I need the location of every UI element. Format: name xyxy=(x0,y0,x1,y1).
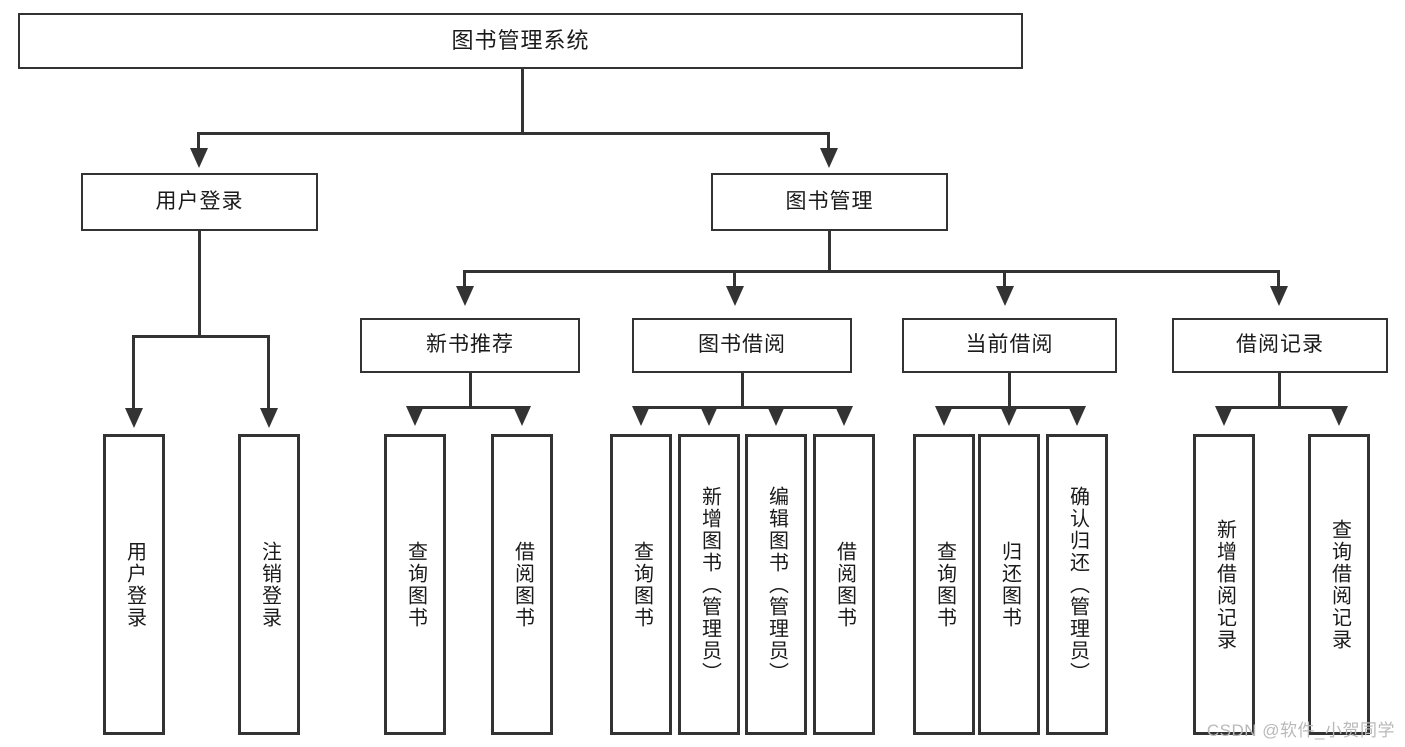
leaf-borrow-book-new[interactable]: 借阅图书 xyxy=(491,434,553,735)
connector-book-manage-leg-4 xyxy=(1277,270,1280,288)
node-book-borrowing[interactable]: 图书借阅 xyxy=(632,318,852,373)
connector-new-book-stem xyxy=(469,373,472,408)
leaf-query-borrow-record[interactable]: 查询借阅记录 xyxy=(1308,434,1370,735)
arrowhead-leaf-br-1 xyxy=(1215,406,1233,426)
leaf-query-book-borrow[interactable]: 查询图书 xyxy=(610,434,672,735)
arrowhead-leaf-bb-3 xyxy=(767,406,785,426)
arrowhead-book-borrow xyxy=(726,286,744,306)
node-label: 查询借阅记录 xyxy=(1328,518,1351,651)
node-label: 确认归还（管理员） xyxy=(1066,485,1089,684)
connector-root-leg-right xyxy=(827,132,830,150)
node-label: 图书管理 xyxy=(785,189,874,213)
connector-user-login-stem xyxy=(198,231,201,337)
leaf-return-book[interactable]: 归还图书 xyxy=(978,434,1040,735)
connector-book-manage-leg-2 xyxy=(733,270,736,288)
node-new-book-recommend[interactable]: 新书推荐 xyxy=(360,318,580,373)
connector-borrow-record-stem xyxy=(1278,373,1281,408)
csdn-watermark: CSDN @软件_小贺同学 xyxy=(1206,721,1395,740)
arrowhead-current-borrow xyxy=(996,286,1014,306)
connector-book-manage-leg-1 xyxy=(463,270,466,288)
connector-user-login-leg-1 xyxy=(132,335,135,410)
node-label: 图书管理系统 xyxy=(451,28,590,54)
arrowhead-leaf-br-2 xyxy=(1330,406,1348,426)
node-label: 用户登录 xyxy=(155,189,244,213)
node-label: 图书借阅 xyxy=(698,333,786,357)
connector-book-borrow-bus xyxy=(639,406,847,409)
arrowhead-leaf-user-login xyxy=(125,408,143,428)
node-root-system[interactable]: 图书管理系统 xyxy=(18,13,1023,69)
node-label: 编辑图书（管理员） xyxy=(765,485,788,684)
connector-root-leg-left xyxy=(197,132,200,150)
connector-book-manage-bus xyxy=(463,270,1280,273)
node-label: 借阅图书 xyxy=(511,540,534,629)
node-label: 查询图书 xyxy=(933,540,956,629)
connector-book-manage-stem xyxy=(828,231,831,272)
connector-borrow-record-bus xyxy=(1222,406,1337,409)
leaf-add-book-admin[interactable]: 新增图书（管理员） xyxy=(678,434,740,735)
node-book-management[interactable]: 图书管理 xyxy=(711,173,948,231)
node-label: 归还图书 xyxy=(998,540,1021,629)
node-label: 借阅图书 xyxy=(833,540,856,629)
arrowhead-leaf-logout xyxy=(260,408,278,428)
arrowhead-user-login xyxy=(190,148,208,168)
node-current-borrowing[interactable]: 当前借阅 xyxy=(902,318,1117,373)
connector-user-login-leg-2 xyxy=(267,335,270,410)
node-label: 借阅记录 xyxy=(1236,333,1324,357)
connector-root-stem xyxy=(521,69,524,134)
connector-book-manage-leg-3 xyxy=(1003,270,1006,288)
leaf-query-book-current[interactable]: 查询图书 xyxy=(913,434,975,735)
leaf-query-book-new[interactable]: 查询图书 xyxy=(384,434,446,735)
connector-book-borrow-stem xyxy=(741,373,744,408)
arrowhead-leaf-cb-3 xyxy=(1068,406,1086,426)
leaf-borrow-book[interactable]: 借阅图书 xyxy=(813,434,875,735)
node-label: 新书推荐 xyxy=(426,333,514,357)
node-label: 查询图书 xyxy=(404,540,427,629)
leaf-confirm-return-admin[interactable]: 确认归还（管理员） xyxy=(1046,434,1108,735)
node-label: 当前借阅 xyxy=(965,333,1054,357)
arrowhead-leaf-bb-2 xyxy=(700,406,718,426)
connector-new-book-bus xyxy=(413,406,529,409)
node-label: 新增借阅记录 xyxy=(1213,518,1236,651)
node-user-login[interactable]: 用户登录 xyxy=(81,173,318,231)
node-borrowing-records[interactable]: 借阅记录 xyxy=(1172,318,1388,373)
node-label: 用户登录 xyxy=(123,540,146,629)
node-label: 注销登录 xyxy=(258,540,281,629)
arrowhead-new-book xyxy=(456,286,474,306)
arrowhead-leaf-bb-1 xyxy=(632,406,650,426)
connector-root-bus xyxy=(197,132,830,135)
connector-user-login-bus xyxy=(132,335,270,338)
arrowhead-leaf-nb-1 xyxy=(406,406,424,426)
node-label: 查询图书 xyxy=(630,540,653,629)
connector-current-borrow-stem xyxy=(1008,373,1011,408)
arrowhead-book-manage xyxy=(820,148,838,168)
arrowhead-leaf-bb-4 xyxy=(835,406,853,426)
leaf-logout[interactable]: 注销登录 xyxy=(238,434,300,735)
arrowhead-leaf-cb-2 xyxy=(1000,406,1018,426)
arrowhead-leaf-cb-1 xyxy=(935,406,953,426)
node-label: 新增图书（管理员） xyxy=(698,485,721,684)
leaf-user-login[interactable]: 用户登录 xyxy=(103,434,165,735)
arrowhead-leaf-nb-2 xyxy=(513,406,531,426)
leaf-edit-book-admin[interactable]: 编辑图书（管理员） xyxy=(745,434,807,735)
leaf-add-borrow-record[interactable]: 新增借阅记录 xyxy=(1193,434,1255,735)
arrowhead-borrow-record xyxy=(1270,286,1288,306)
